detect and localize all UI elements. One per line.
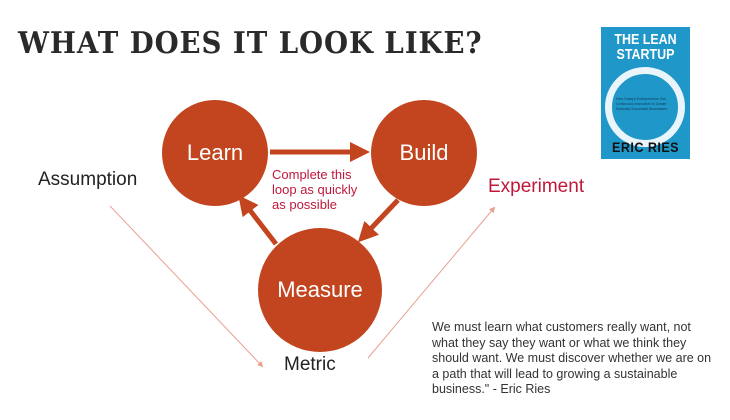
slide-title: WHAT DOES IT LOOK LIKE? [18,26,483,61]
experiment-label: Experiment [488,176,585,197]
metric-label: Metric [284,354,336,375]
book-subtitle: How Today's Entrepreneurs Use Continuous… [616,97,667,111]
book-ring-graphic [605,67,685,147]
learn-label: Learn [186,140,244,165]
arrow-build-to-measure [357,198,400,243]
build-node: Build [371,100,477,206]
arrow-metric-to-experiment [367,206,496,359]
arrow-measure-to-learn [238,195,278,246]
book-author: ERIC RIES [611,139,680,155]
book-cover-image: THE LEAN STARTUP How Today's Entrepreneu… [601,27,690,159]
loop-note: Complete this loop as quickly as possibl… [272,167,358,212]
build-label: Build [399,140,449,165]
learn-node: Learn [162,100,268,206]
eric-ries-quote: We must learn what customers really want… [432,320,712,396]
arrow-assumption-to-metric [109,205,264,368]
assumption-label: Assumption [38,169,138,190]
book-title: THE LEAN STARTUP [614,32,677,63]
measure-node: Measure [258,228,382,352]
measure-label: Measure [277,277,363,302]
